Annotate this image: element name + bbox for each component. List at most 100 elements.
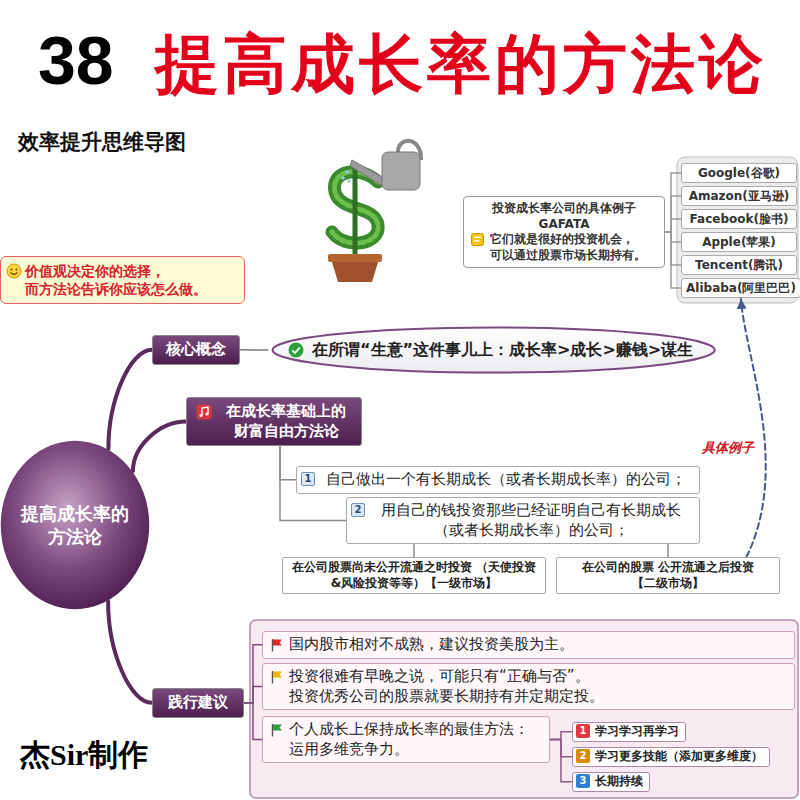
node-text: 在所谓“生意”这件事儿上：成长率>成长>赚钱>谋生 [312, 340, 693, 361]
arrowhead [737, 299, 747, 309]
connector-line [665, 232, 681, 242]
advice-box: 投资很难有早晚之说，可能只有“正确与否”。 投资优秀公司的股票就要长期持有并定期… [262, 663, 795, 710]
company-panel [677, 157, 798, 303]
icon [272, 671, 273, 684]
connector [108, 601, 152, 703]
icon [472, 234, 484, 246]
icon [272, 724, 273, 737]
node-text: 投资成长率公司的具体例子 GAFATA [472, 201, 656, 232]
connector-line [240, 349, 268, 351]
node-text: 价值观决定你的选择， 而方法论告诉你应该怎么做。 [25, 262, 238, 298]
icon [202, 407, 208, 416]
connector-line [108, 350, 152, 449]
node-text: 国内股市相对不成熟，建议投资美股为主。 [289, 635, 786, 655]
watering-can [341, 176, 345, 180]
node-text: 提高成长率的 方法论 [0, 502, 150, 549]
icon [11, 269, 13, 271]
icon [270, 638, 284, 652]
icon [16, 269, 18, 271]
icon [197, 404, 212, 419]
node-text: 学习学习再学习 [595, 724, 679, 740]
branch-topic: 在成长率基础上的 财富自由方法论 [186, 397, 362, 446]
node-text: 在成长率基础上的 财富自由方法论 [217, 402, 355, 441]
callout-box: 价值观决定你的选择， 而方法论告诉你应该怎么做。 [0, 256, 245, 304]
node-text: 自己做出一个有长期成长（或者长期成长率）的公司； [321, 470, 691, 490]
company-box: Alibaba(阿里巴巴) [681, 278, 800, 298]
node-text: 投资很难有早晚之说，可能只有“正确与否”。 投资优秀公司的股票就要长期持有并定期… [289, 667, 786, 706]
connector-line [665, 232, 681, 265]
callout-number: 1 [301, 472, 315, 486]
connector [665, 232, 681, 288]
connector [280, 446, 296, 480]
icon [7, 264, 21, 278]
connector-line [741, 299, 766, 557]
advice-box: 个人成长上保持成长率的最佳方法： 运用多维竞争力。 [262, 716, 550, 763]
connector-line [665, 173, 681, 232]
connector [665, 196, 681, 232]
money-plant [332, 262, 378, 282]
icon [270, 723, 284, 737]
icon [273, 639, 282, 645]
connector [668, 544, 669, 557]
icon [474, 240, 479, 242]
watering-can [382, 152, 420, 190]
method-box: 用自己的钱投资那些已经证明自己有长期成长 （或者长期成长率）的公司； [346, 497, 700, 544]
connector [550, 732, 572, 740]
connector-line [667, 544, 669, 557]
number-heading: 38 [38, 26, 114, 94]
connector [665, 173, 681, 232]
connector-line [413, 544, 415, 557]
connector [665, 232, 681, 242]
icon [289, 343, 304, 358]
center-outline [1, 441, 150, 609]
connector [665, 232, 681, 265]
company-box: Amazon(亚马逊) [681, 186, 797, 206]
company-box: Facebook(脸书) [681, 209, 797, 229]
author-credit: 杰Sir制作 [20, 738, 148, 771]
icon [205, 412, 208, 415]
watering-can [350, 160, 384, 187]
callout-number: 3 [576, 774, 590, 788]
market-box: 在公司的股票 公开流通之后投资 【二级市场】 [556, 557, 780, 594]
node-text: 核心概念 [159, 340, 233, 360]
connector [550, 740, 572, 782]
node-text: 用自己的钱投资那些已经证明自己有长期成长 （或者长期成长率）的公司； [371, 501, 691, 540]
node-text: 学习更多技能（添加更多维度） [595, 749, 763, 765]
connector [737, 299, 766, 557]
connector [108, 350, 152, 449]
oval-outline [273, 327, 715, 372]
watering-can [341, 141, 421, 190]
connector-line [665, 232, 681, 288]
connector [244, 703, 262, 740]
node-text: Google(谷歌) [685, 164, 793, 182]
node-text: Facebook(脸书) [685, 210, 793, 228]
icon [199, 414, 202, 417]
icon [288, 342, 304, 358]
icon [196, 404, 212, 420]
node-text: 长期持续 [595, 774, 643, 790]
icon [270, 670, 284, 684]
node-text: 个人成长上保持成长率的最佳方法： 运用多维竞争力。 [289, 720, 541, 759]
method-box: 自己做出一个有长期成长（或者长期成长率）的公司； [296, 466, 700, 494]
subtitle: 效率提升思维导图 [18, 131, 186, 154]
company-box: Apple(苹果) [681, 232, 797, 252]
icon [292, 348, 300, 354]
callout-number: 2 [351, 503, 365, 517]
connector-line [550, 740, 572, 782]
central-topic: 提高成长率的 方法论 [0, 440, 150, 610]
advice-box: 国内股市相对不成熟，建议投资美股为主。 [262, 631, 795, 659]
company-box: Tencent(腾讯) [681, 255, 797, 275]
branch-topic: 践行建议 [152, 688, 244, 718]
connector [414, 544, 415, 557]
connector-line [280, 446, 296, 480]
node-text: Apple(苹果) [685, 233, 793, 251]
watering-can [345, 170, 349, 174]
connector [240, 349, 268, 350]
connector-line [550, 732, 572, 740]
connector [244, 687, 262, 703]
company-panel [677, 157, 798, 303]
money-plant [328, 254, 382, 262]
practice-panel [250, 620, 798, 798]
connector-line [108, 601, 152, 703]
money-plant [328, 166, 382, 282]
